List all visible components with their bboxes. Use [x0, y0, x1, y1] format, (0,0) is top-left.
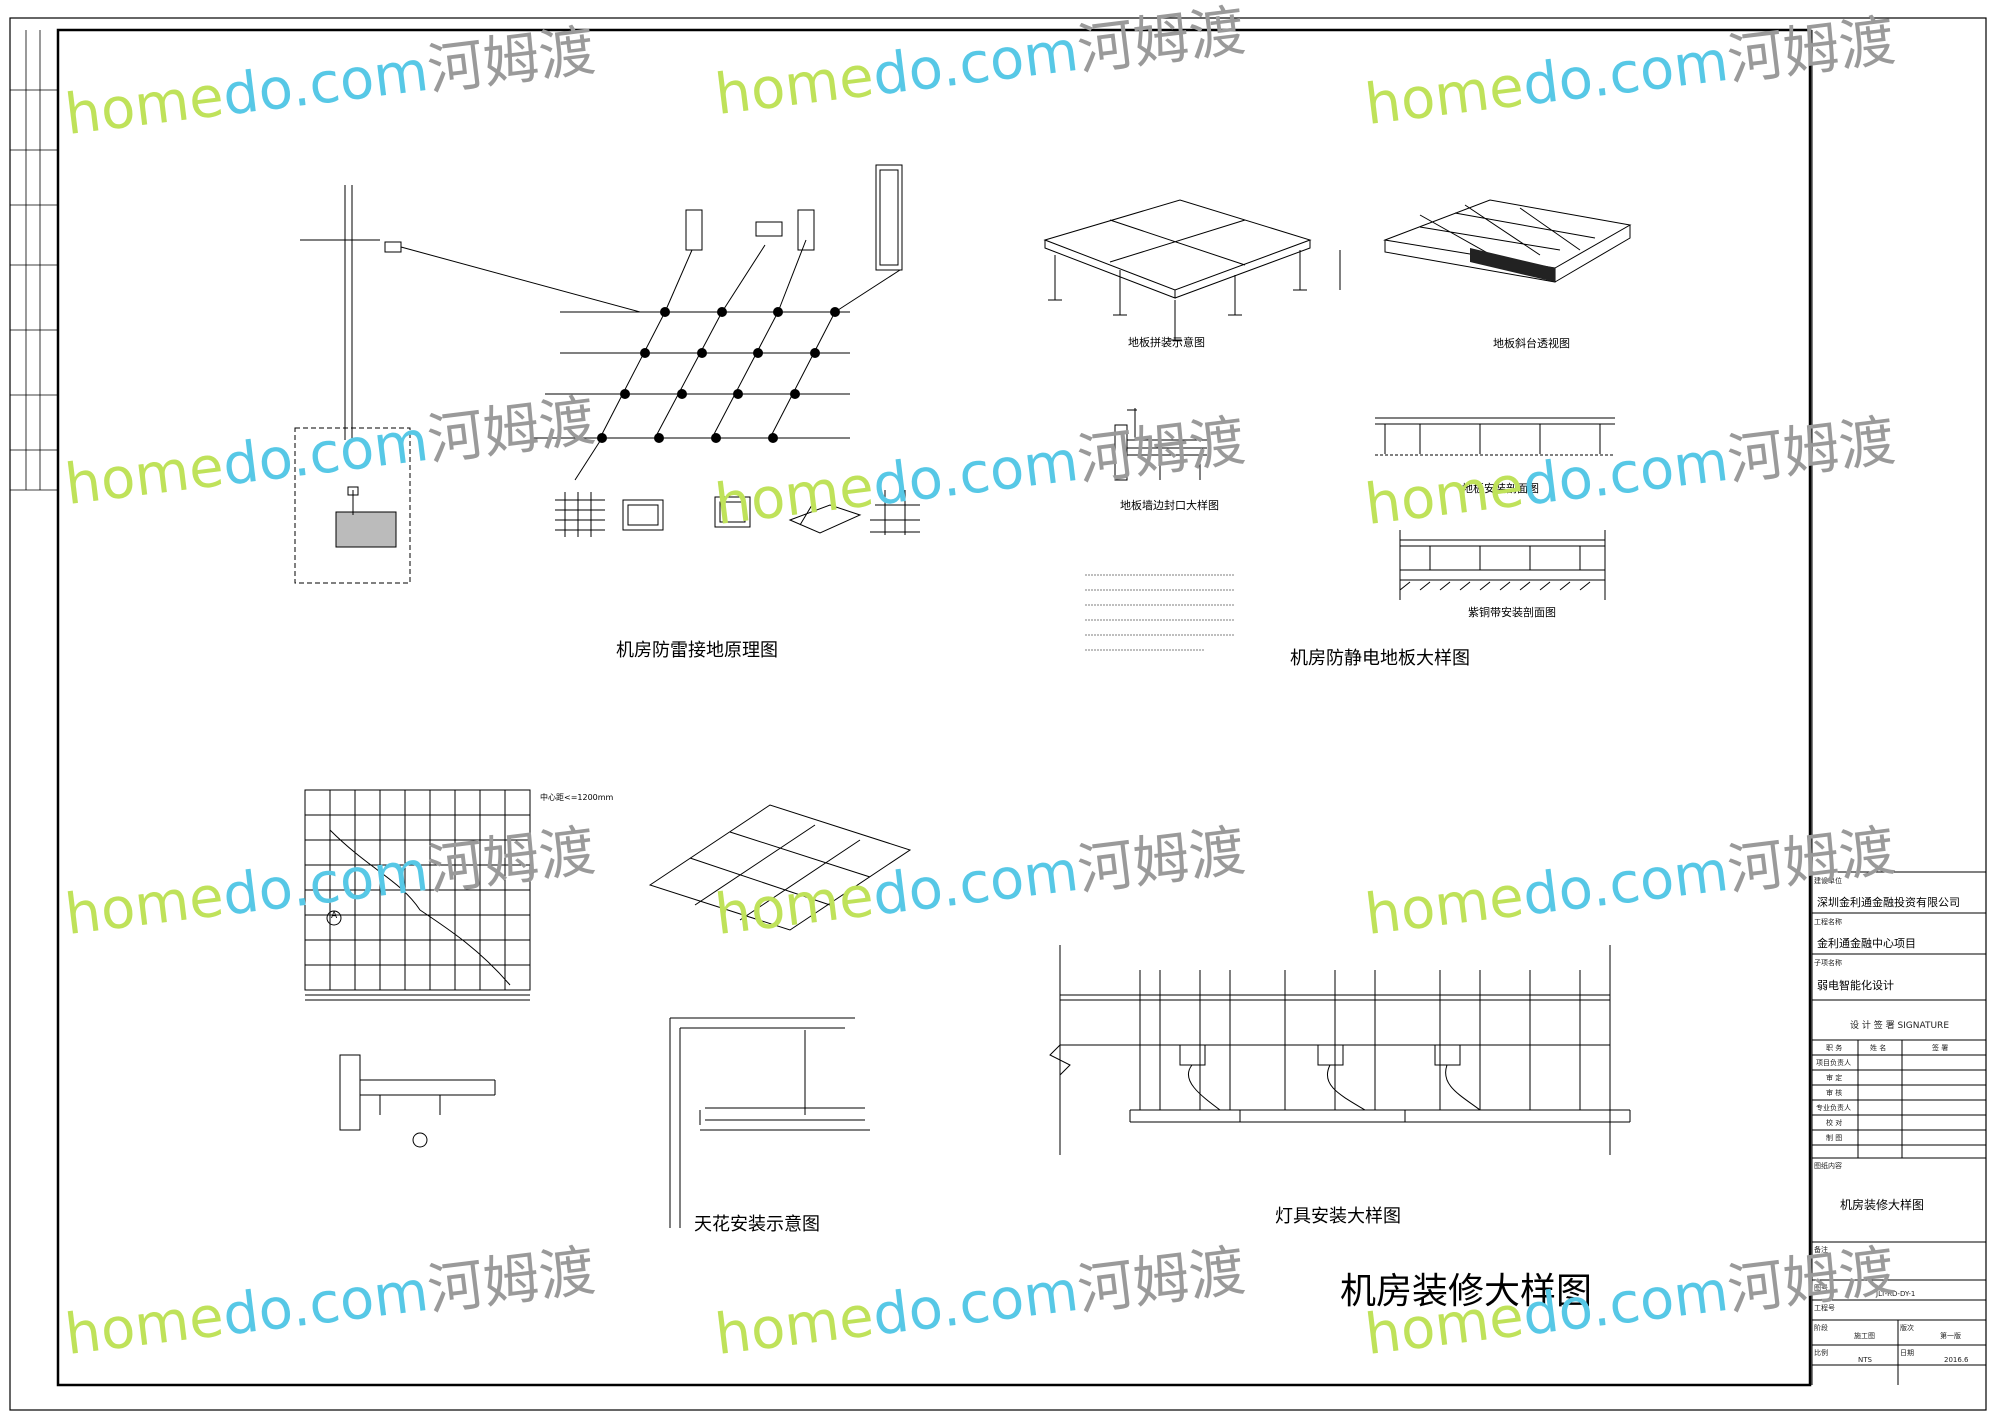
- scale-label: 比例: [1814, 1349, 1828, 1357]
- sig-col-name: 姓 名: [1870, 1044, 1887, 1052]
- ceiling-install-title: 天花安装示意图: [694, 1214, 820, 1235]
- sig-col-duty: 职 务: [1826, 1044, 1843, 1052]
- lamp-install-title: 灯具安装大样图: [1275, 1206, 1401, 1227]
- copper-strip-section-caption: 紫铜带安装剖面图: [1468, 606, 1556, 619]
- version-label: 版次: [1900, 1324, 1914, 1332]
- drawing-no-label: 图号: [1814, 1284, 1828, 1292]
- project-label: 工程名称: [1814, 918, 1842, 926]
- detail-marker: A: [331, 911, 338, 921]
- role-project-lead: 项目负责人: [1816, 1059, 1851, 1067]
- role-approve: 审 定: [1826, 1074, 1843, 1082]
- role-draw: 制 图: [1826, 1134, 1843, 1142]
- version-value: 第一版: [1940, 1332, 1961, 1340]
- antistatic-floor-diagrams: [1043, 199, 1632, 651]
- client-label: 建设单位: [1814, 877, 1842, 885]
- stage-label: 阶段: [1814, 1324, 1828, 1332]
- date-value: 2016.6: [1944, 1356, 1969, 1364]
- lamp-install-diagram: [1049, 945, 1631, 1155]
- sig-col-sign: 签 署: [1932, 1044, 1949, 1052]
- spacing-note: 中心距<=1200mm: [540, 793, 614, 802]
- ceiling-install-diagrams: [304, 789, 912, 1228]
- client-value: 深圳金利通金融投资有限公司: [1817, 896, 1960, 909]
- lightning-grounding-diagram: [294, 164, 920, 584]
- left-margin-table: [10, 30, 58, 491]
- floor-edge-caption: 地板墙边封口大样图: [1120, 499, 1219, 512]
- outer-border: [9, 17, 1987, 1411]
- title-block-frame: [1811, 30, 1986, 1385]
- project-value: 金利通金融中心项目: [1817, 937, 1916, 950]
- role-check: 校 对: [1826, 1119, 1843, 1127]
- drawing-name-value: 机房装修大样图: [1840, 1198, 1925, 1212]
- inner-frame: [56, 28, 1812, 1387]
- signature-header: 设 计 签 署 SIGNATURE: [1850, 1021, 1950, 1031]
- lightning-grounding-title: 机房防雷接地原理图: [616, 640, 778, 661]
- floor-install-section-caption: 地板安装剖面图: [1462, 482, 1539, 495]
- role-discipline-lead: 专业负责人: [1816, 1104, 1851, 1112]
- floor-ramp-caption: 地板斜台透视图: [1493, 337, 1570, 350]
- floor-splice-caption: 地板拼装示意图: [1128, 336, 1205, 349]
- job-no-label: 工程号: [1814, 1304, 1835, 1312]
- drawing-name-label: 图纸内容: [1814, 1162, 1842, 1170]
- date-label: 日期: [1900, 1349, 1914, 1357]
- notes-label: 备注: [1814, 1246, 1828, 1254]
- stage-value: 施工图: [1854, 1332, 1875, 1340]
- subproject-label: 子项名称: [1814, 959, 1842, 967]
- role-review: 审 核: [1826, 1089, 1843, 1097]
- subproject-value: 弱电智能化设计: [1817, 979, 1894, 992]
- drawing-no-value: JLT-RD-DY-1: [1876, 1290, 1916, 1298]
- sheet-title: 机房装修大样图: [1340, 1271, 1593, 1312]
- antistatic-floor-title: 机房防静电地板大样图: [1290, 648, 1470, 669]
- scale-value: NTS: [1858, 1356, 1872, 1364]
